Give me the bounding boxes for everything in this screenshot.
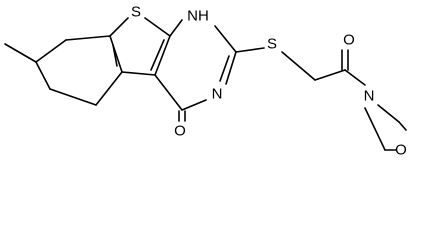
- bond: [281, 51, 316, 81]
- bond: [121, 71, 156, 76]
- bond: [154, 35, 171, 76]
- atom-label-nitrogen-pyrimidine: N: [212, 86, 223, 103]
- bond: [35, 39, 67, 63]
- atom-label-sulfur-linker: S: [267, 36, 277, 53]
- bond: [398, 121, 407, 131]
- bond: [377, 104, 400, 123]
- atom-label-nitrogen-morpholine: N: [364, 88, 375, 105]
- bond: [65, 35, 111, 41]
- atom-label-oxygen-morpholine: O: [395, 142, 407, 159]
- bonds: [4, 17, 407, 151]
- bond: [95, 71, 123, 106]
- bond: [150, 39, 165, 71]
- atom-label-oxygen-ketone: O: [343, 32, 355, 49]
- bond: [344, 69, 366, 86]
- atom-label-sulfur-ring: S: [131, 4, 141, 21]
- molecule-figure: S NH S O N N O O: [4, 4, 407, 159]
- bond: [169, 19, 183, 37]
- bond: [109, 17, 129, 37]
- bond: [154, 74, 183, 111]
- bond: [4, 43, 37, 63]
- atom-labels: S NH S O N N O O: [131, 4, 407, 159]
- bond: [49, 88, 97, 106]
- bond: [144, 17, 171, 37]
- bond: [181, 99, 207, 111]
- atom-label-nh: NH: [187, 8, 209, 25]
- bond: [314, 69, 346, 81]
- bond: [214, 25, 237, 53]
- bond: [109, 35, 123, 73]
- bond: [219, 55, 230, 82]
- structural-formula: S NH S O N N O O: [4, 4, 407, 159]
- atom-label-oxygen-lactam: O: [174, 123, 186, 140]
- bond: [235, 47, 265, 53]
- bond: [35, 61, 51, 90]
- bond: [225, 51, 237, 85]
- bond: [112, 44, 118, 67]
- bond: [364, 107, 386, 151]
